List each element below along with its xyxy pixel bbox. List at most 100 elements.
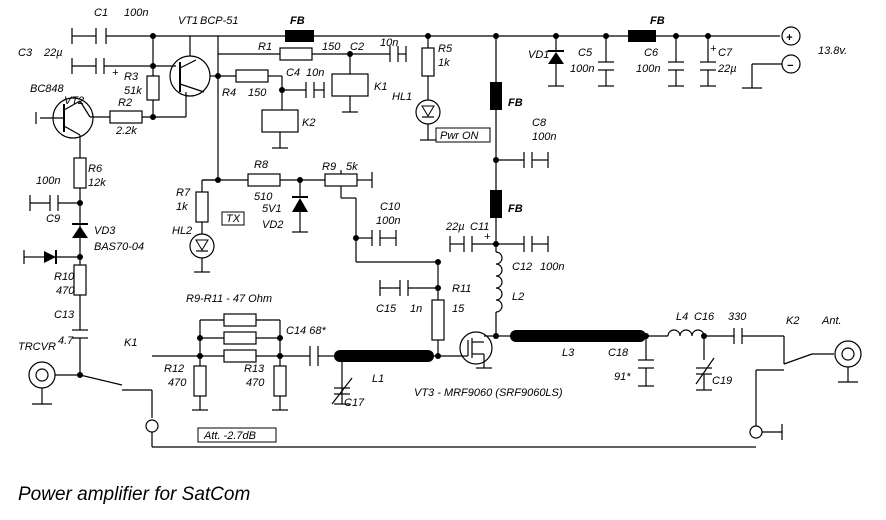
label-r3-value: 51k — [124, 85, 142, 97]
label-c16: C16 — [694, 311, 715, 323]
label-c19: C19 — [712, 375, 732, 387]
label-c6: C6 — [644, 47, 659, 59]
label-supply-voltage: 13.8v. — [818, 45, 847, 57]
label-c1-value: 100n — [124, 7, 148, 19]
label-c18: C18 — [608, 347, 629, 359]
label-r2: R2 — [118, 97, 132, 109]
label-l4: L4 — [676, 311, 688, 323]
label-fb-drain1: FB — [508, 97, 523, 109]
label-ant: Ant. — [821, 315, 842, 327]
label-bc848: BC848 — [30, 83, 65, 95]
label-r13: R13 — [244, 363, 265, 375]
label-l2: L2 — [512, 291, 524, 303]
label-r9: R9 — [322, 161, 336, 173]
component-labels: C1 100n VT1 BCP-51 FB FB FB FB C3 22µ R1… — [18, 7, 847, 442]
tx-box — [221, 211, 245, 226]
label-r3: R3 — [124, 71, 139, 83]
label-r11-value: 15 — [452, 303, 465, 315]
label-attenuator: Att. -2.7dB — [203, 430, 256, 442]
label-c5: C5 — [578, 47, 593, 59]
label-r1: R1 — [258, 41, 272, 53]
label-r7: R7 — [176, 187, 191, 199]
label-vt2: VT2 — [64, 95, 84, 107]
label-r7-value: 1k — [176, 201, 188, 213]
label-r1-value: 150 — [322, 41, 341, 53]
label-c4-value: 10n — [306, 67, 324, 79]
label-l1: L1 — [372, 373, 384, 385]
label-c2: C2 — [350, 41, 364, 53]
label-vt1: VT1 — [178, 15, 198, 27]
label-fb-drain2: FB — [508, 203, 523, 215]
label-c12-value: 100n — [540, 261, 564, 273]
label-vd2: VD2 — [262, 219, 283, 231]
label-c11-value: 22µ — [445, 221, 465, 233]
label-c6-value: 100n — [636, 63, 660, 75]
label-c10: C10 — [380, 201, 401, 213]
c7-plus-icon: + — [710, 43, 717, 55]
label-k2: K2 — [786, 315, 799, 327]
label-r4-value: 150 — [248, 87, 267, 99]
label-c15: C15 — [376, 303, 397, 315]
label-r4: R4 — [222, 87, 236, 99]
label-r8: R8 — [254, 159, 269, 171]
label-r8-value: 510 — [254, 191, 273, 203]
label-c3-value: 22µ — [43, 47, 63, 59]
label-r6: R6 — [88, 163, 103, 175]
label-r10: R10 — [54, 271, 75, 283]
att-box — [197, 427, 277, 443]
label-k1-coil: K1 — [374, 81, 387, 93]
label-vd3-type: BAS70-04 — [94, 241, 144, 253]
label-c14: C14 68* — [286, 325, 326, 337]
label-c11: C11 — [470, 221, 489, 233]
label-c8-value: 100n — [532, 131, 556, 143]
label-r12-value: 470 — [168, 377, 187, 389]
label-c16-value: 330 — [728, 311, 747, 323]
label-vd2-value: 5V1 — [262, 203, 282, 215]
label-c2-value: 10n — [380, 37, 398, 49]
label-c5-value: 100n — [570, 63, 594, 75]
label-c9-value: 100n — [36, 175, 60, 187]
label-c9: C9 — [46, 213, 60, 225]
junctions — [77, 33, 711, 378]
diagram-title: Power amplifier for SatCom — [18, 484, 250, 505]
label-r5-value: 1k — [438, 57, 450, 69]
label-tx: TX — [226, 213, 241, 225]
label-k2-coil: K2 — [302, 117, 315, 129]
label-c1: C1 — [94, 7, 108, 19]
label-vd1: VD1 — [528, 49, 549, 61]
label-c13-value: 4.7 — [58, 335, 74, 347]
label-c8: C8 — [532, 117, 547, 129]
label-hl2: HL2 — [172, 225, 192, 237]
label-c10-value: 100n — [376, 215, 400, 227]
label-trcvr: TRCVR — [18, 341, 56, 353]
minus-terminal-icon: − — [787, 60, 794, 72]
label-fb-right: FB — [650, 15, 665, 27]
wires — [23, 26, 862, 448]
label-c7-value: 22µ — [717, 63, 737, 75]
label-fb-top: FB — [290, 15, 305, 27]
c3-plus-icon: + — [112, 67, 119, 79]
label-r10-value: 470 — [56, 285, 75, 297]
label-c12: C12 — [512, 261, 532, 273]
pwr-on-box — [435, 127, 491, 143]
label-note: R9-R11 - 47 Ohm — [186, 293, 272, 305]
label-c7: C7 — [718, 47, 733, 59]
label-k1: K1 — [124, 337, 137, 349]
label-r6-value: 12k — [88, 177, 106, 189]
c11-plus-icon: + — [484, 231, 491, 243]
label-vt1-type: BCP-51 — [200, 15, 239, 27]
plus-terminal-icon: + — [786, 32, 793, 44]
label-r9-value: 5k — [346, 161, 358, 173]
label-c17: C17 — [344, 397, 365, 409]
label-r11: R11 — [452, 283, 471, 295]
label-r13-value: 470 — [246, 377, 265, 389]
label-c3: C3 — [18, 47, 33, 59]
label-c4: C4 — [286, 67, 300, 79]
label-r12: R12 — [164, 363, 184, 375]
label-r5: R5 — [438, 43, 453, 55]
label-vt3: VT3 - MRF9060 (SRF9060LS) — [414, 387, 563, 399]
label-c18-value: 91* — [614, 371, 631, 383]
label-c15-value: 1n — [410, 303, 422, 315]
